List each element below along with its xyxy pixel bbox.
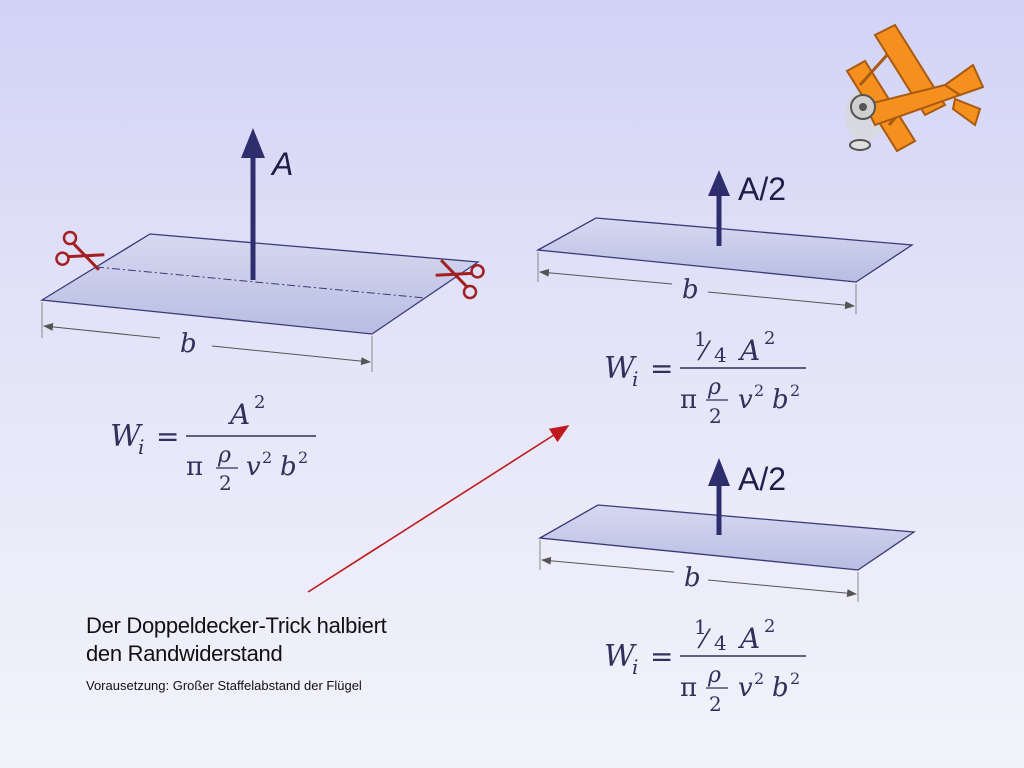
lift-arrow-head	[241, 128, 265, 158]
formula-b-exp: 2	[790, 669, 800, 688]
formula-num-exp: 2	[764, 616, 775, 637]
formula-lhs-sub: i	[138, 435, 144, 459]
caption: Der Doppeldecker-Trick halbiert den Rand…	[86, 612, 506, 693]
caption-main: Der Doppeldecker-Trick halbiert den Rand…	[86, 612, 506, 668]
formula-v-exp: 2	[754, 381, 764, 400]
formula-lhs: W	[604, 639, 637, 674]
formula-b-exp: 2	[298, 448, 308, 467]
formula-v: v	[738, 385, 753, 415]
formula-rho: ρ	[707, 663, 721, 688]
formula-frac-num: 1	[694, 615, 707, 639]
formula-lhs-sub: i	[632, 367, 638, 391]
span-label: b	[180, 329, 197, 359]
upper-wing	[535, 217, 914, 283]
formula-pi: π	[186, 452, 203, 482]
scissors-icon	[435, 259, 485, 300]
lift-label: A	[270, 146, 293, 182]
formula-frac-den: 4	[714, 343, 727, 367]
caption-line-2: den Randwiderstand	[86, 641, 283, 666]
lift-label: A/2	[738, 461, 786, 497]
formula-upper: W i = 1 ⁄ 4 A 2 π ρ 2 v 2 b 2	[604, 327, 806, 428]
formula-frac-num: 1	[694, 327, 707, 351]
cut-line	[95, 266, 426, 299]
formula-two: 2	[709, 692, 722, 716]
formula-num: A	[227, 398, 250, 431]
lower-wing-group: A/2 b W i = 1 ⁄ 4 A 2 π ρ 2 v 2 b 2	[537, 458, 916, 716]
formula-eq: =	[650, 352, 673, 385]
span-dim-right	[707, 579, 857, 598]
caption-line-1: Der Doppeldecker-Trick halbiert	[86, 613, 387, 638]
formula-num: A	[737, 334, 760, 367]
formula-v: v	[246, 452, 261, 482]
formula-frac-den: 4	[714, 631, 727, 655]
formula-v-exp: 2	[754, 669, 764, 688]
span-dim-left	[43, 322, 161, 339]
formula-rho: ρ	[217, 443, 231, 468]
upper-wing-group: A/2 b W i = 1 ⁄ 4 A 2 π ρ 2 v 2 b 2	[535, 170, 914, 428]
formula-num: A	[737, 622, 760, 655]
lift-label: A/2	[738, 171, 786, 207]
single-wing-group: A b W i = A 2 π ρ	[40, 128, 485, 495]
pointer-arrow	[307, 425, 570, 593]
formula-pi: π	[680, 385, 697, 415]
single-wing	[40, 233, 480, 335]
span-label: b	[682, 275, 699, 305]
formula-pi: π	[680, 673, 697, 703]
formula-single: W i = A 2 π ρ 2 v 2 b 2	[110, 392, 316, 495]
formula-v-exp: 2	[262, 448, 272, 467]
span-label: b	[684, 563, 701, 593]
formula-lhs: W	[604, 351, 637, 386]
caption-note: Vorausetzung: Großer Staffelabstand der …	[86, 678, 362, 693]
lift-arrow-head	[708, 170, 730, 196]
formula-eq: =	[650, 640, 673, 673]
formula-num-exp: 2	[254, 392, 265, 413]
formula-num-exp: 2	[764, 328, 775, 349]
formula-lower: W i = 1 ⁄ 4 A 2 π ρ 2 v 2 b 2	[604, 615, 806, 716]
formula-lhs-sub: i	[632, 655, 638, 679]
span-dim-left	[539, 268, 673, 285]
formula-rho: ρ	[707, 375, 721, 400]
formula-eq: =	[156, 420, 179, 453]
formula-lhs: W	[110, 419, 143, 454]
formula-b-exp: 2	[790, 381, 800, 400]
formula-b: b	[772, 385, 789, 415]
lower-wing	[537, 504, 916, 571]
span-dim-right	[707, 291, 855, 310]
formula-two: 2	[219, 471, 232, 495]
biplane-icon	[845, 23, 985, 153]
scissors-icon	[55, 230, 105, 271]
formula-two: 2	[709, 404, 722, 428]
formula-b: b	[772, 673, 789, 703]
span-dim-left	[541, 556, 675, 573]
span-dim-right	[211, 345, 371, 366]
lift-arrow-head	[708, 458, 730, 486]
formula-b: b	[280, 452, 297, 482]
formula-v: v	[738, 673, 753, 703]
